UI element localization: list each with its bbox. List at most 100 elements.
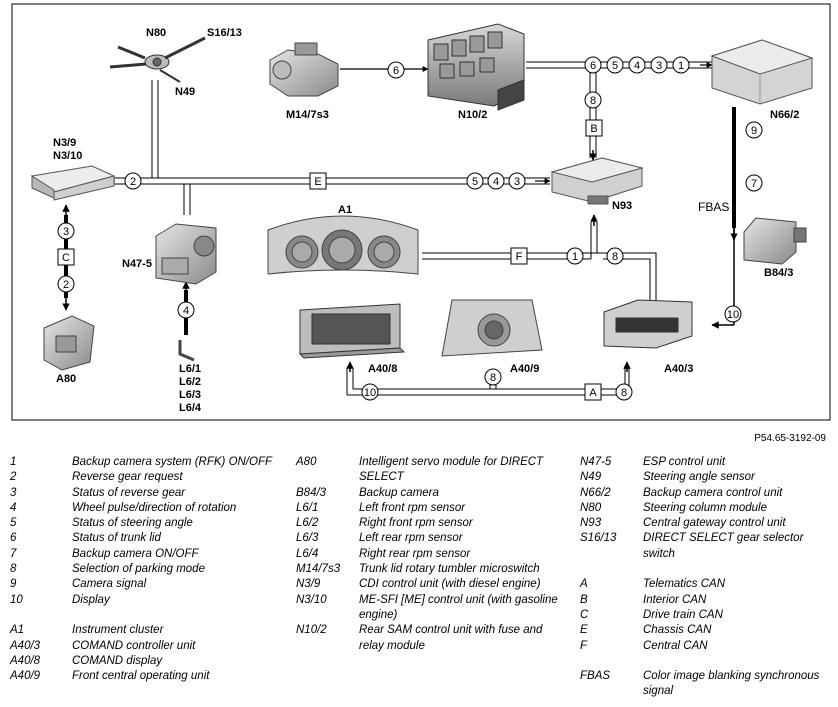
badge-label: 3 (514, 176, 520, 188)
legend-description: Trunk lid rotary tumbler microswitch (359, 563, 540, 576)
a40-3-comand-controller (603, 299, 693, 349)
signal-badge (606, 247, 624, 265)
diagram-frame (11, 3, 831, 421)
label-n80: N80 (146, 27, 166, 39)
signal-badge (361, 383, 379, 401)
legend-description: COMAND controller unit (72, 639, 196, 652)
label-s16-13: S16/13 (207, 27, 242, 39)
n10-2-sam-module (427, 23, 525, 111)
legend-key: 2 (10, 471, 17, 484)
signal-badge (177, 301, 195, 319)
bus-letter: B (590, 123, 597, 135)
legend-key: E (580, 624, 588, 637)
legend-description: CDI control unit (with diesel engine) (359, 578, 541, 591)
label-n93: N93 (612, 200, 632, 212)
signal-badge (615, 383, 633, 401)
label-n47-5: N47-5 (122, 258, 152, 270)
legend-key: A1 (10, 624, 25, 637)
signal-badge (57, 222, 75, 240)
legend-description: Left front rpm sensor (359, 501, 466, 514)
n3-9-engine-control-unit (30, 165, 116, 201)
legend-description: Central gateway control unit (643, 517, 786, 530)
legend-key: N93 (580, 517, 602, 530)
legend-description: Interior CAN (643, 593, 707, 606)
legend-item: N3/9 CDI control unit (with diesel engine… (296, 577, 558, 592)
legend-key: A80 (296, 456, 317, 468)
badge-label: 1 (572, 251, 578, 263)
badge-label: 3 (656, 60, 662, 72)
legend-description: Right front rpm sensor (359, 517, 473, 530)
legend-key: L6/3 (296, 532, 319, 545)
legend-key: S16/13 (580, 532, 617, 545)
legend-key: A40/9 (10, 670, 41, 683)
legend-spacer (580, 562, 830, 577)
legend-description: Wheel pulse/direction of rotation (72, 501, 237, 514)
l6-rpm-sensor (178, 340, 195, 362)
legend-description: Central CAN (643, 639, 708, 652)
signal-badge (724, 305, 742, 323)
legend-key: A40/3 (10, 639, 41, 652)
legend-key: L6/4 (296, 547, 319, 560)
legend-item: L6/4 Right rear rpm sensor (296, 547, 558, 562)
badge-label: 1 (678, 60, 684, 72)
label-b84-3: B84/3 (764, 267, 793, 279)
legend-key: N10/2 (296, 624, 327, 637)
badge-label: 10 (727, 309, 739, 321)
legend-description: Instrument cluster (72, 624, 164, 637)
a80-servo-module (43, 315, 95, 371)
legend-key: N3/9 (296, 578, 321, 591)
fbas-signal-label: FBAS (698, 200, 729, 214)
label-a40-9: A40/9 (510, 363, 539, 375)
m14-trunk-lid-switch (269, 42, 339, 97)
bus-letter: C (62, 252, 70, 264)
bus-letter-box (57, 248, 75, 266)
legend-key: B (580, 593, 588, 606)
legend-description: Chassis CAN (643, 624, 712, 637)
n80-steering-column-module (109, 36, 206, 83)
bus-letter-box (309, 172, 327, 190)
legend-description: Backup camera control unit (643, 486, 783, 499)
legend-key: 1 (10, 456, 17, 468)
n66-2-backup-camera-control-unit (710, 39, 814, 105)
label-a40-8: A40/8 (368, 363, 397, 375)
legend-description: Backup camera (359, 486, 439, 499)
legend-key: 5 (10, 517, 17, 530)
legend-key: C (580, 608, 589, 621)
badge-label: 5 (612, 60, 618, 72)
bus-letter: A (589, 387, 597, 399)
label-n3-10: N3/10 (53, 150, 82, 162)
legend-description: Status of steering angle (72, 517, 193, 530)
signal-badge (387, 61, 405, 79)
signal-badge (628, 56, 646, 74)
legend-description: DIRECT SELECT gear selector switch (643, 532, 804, 560)
legend-key: F (580, 639, 588, 652)
legend-item: A40/3 COMAND controller unit (10, 639, 288, 654)
label-a1: A1 (338, 204, 352, 216)
legend-description: Right rear rpm sensor (359, 547, 471, 560)
n47-5-esp-control-unit (155, 223, 217, 285)
label-m14-7s3: M14/7s3 (286, 109, 329, 121)
label-l6-1: L6/1 (179, 363, 201, 375)
a40-9-front-operating-unit (441, 299, 543, 357)
legend-description: Steering column module (643, 501, 768, 514)
badge-label: 4 (493, 176, 499, 188)
legend-item: S16/13 DIRECT SELECT gear selector switch (580, 531, 830, 562)
legend-description: ME-SFI [ME] control unit (with gasoline … (359, 593, 558, 621)
legend-spacer (580, 654, 830, 669)
legend-key: 10 (10, 593, 23, 606)
